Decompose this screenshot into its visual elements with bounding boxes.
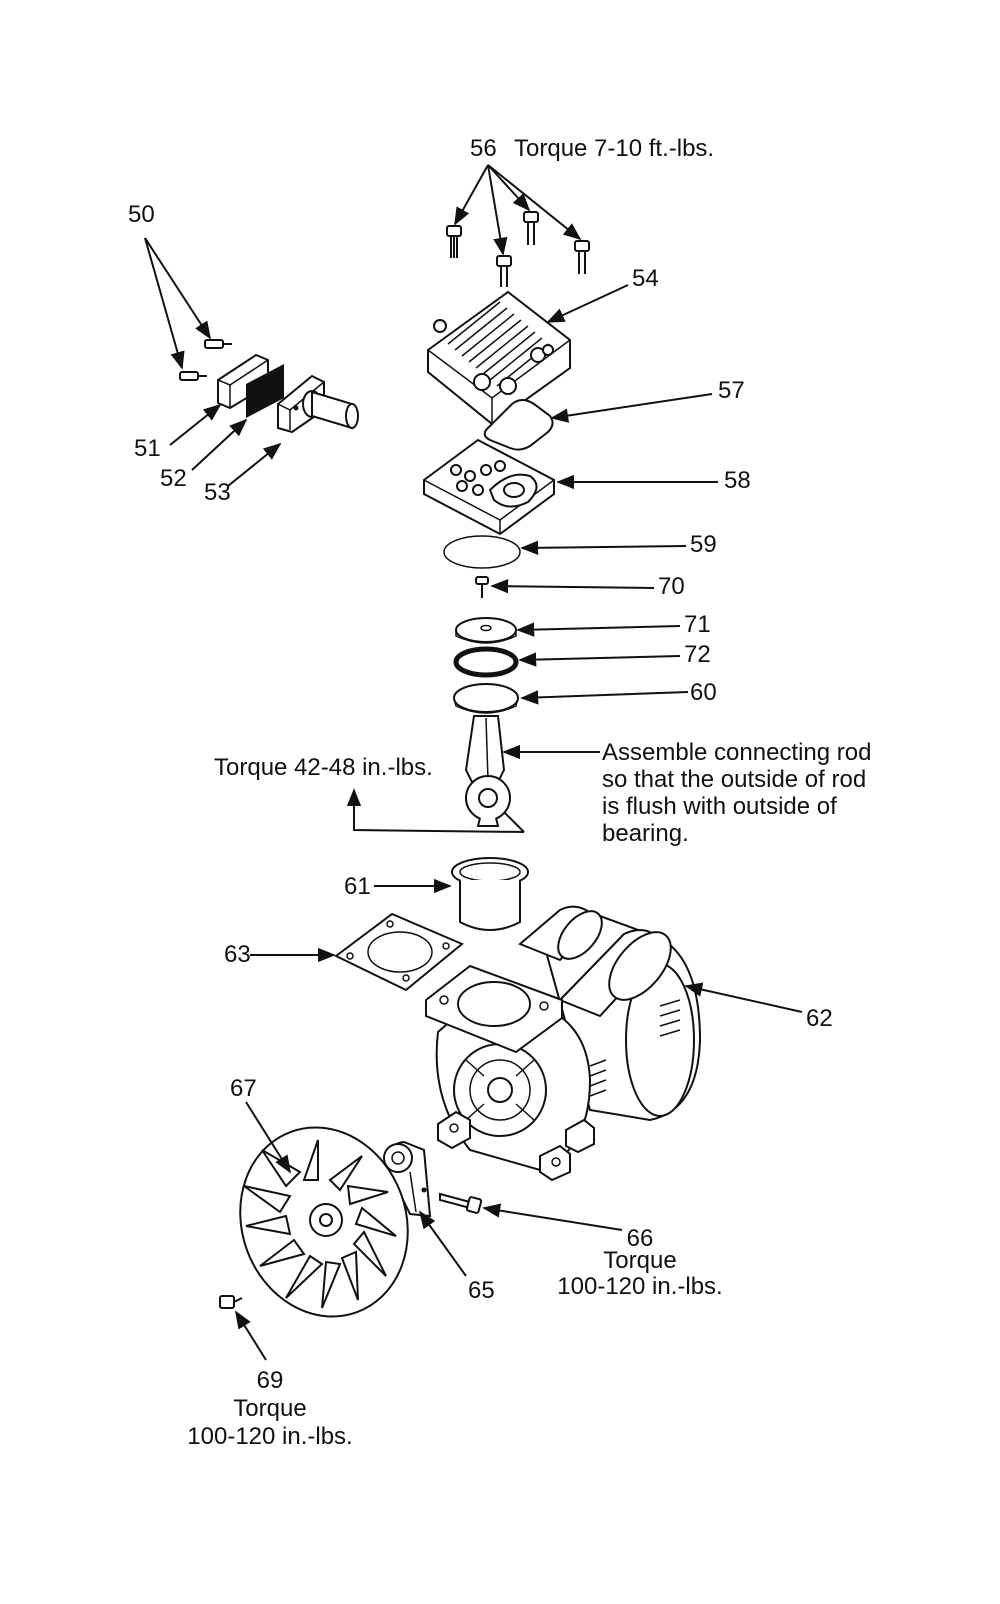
leader-65 xyxy=(418,1210,467,1277)
callout-51: 51 xyxy=(134,435,161,462)
callout-57: 57 xyxy=(718,377,745,404)
callout-61: 61 xyxy=(344,873,371,900)
leader-72 xyxy=(518,652,681,667)
callout-63: 63 xyxy=(224,941,251,968)
leader-67 xyxy=(245,1101,291,1174)
leader-66 xyxy=(482,1203,623,1231)
callout-52: 52 xyxy=(160,465,187,492)
part-67-fan xyxy=(239,1126,409,1318)
leader-torque-rod xyxy=(346,788,525,833)
callout-56: 56 xyxy=(470,135,497,162)
part-50-screws xyxy=(179,339,232,381)
part-54-cylinder-head xyxy=(427,290,571,426)
callout-69: 69 xyxy=(256,1367,284,1394)
torque-note-69-title: Torque xyxy=(233,1395,307,1422)
callout-72: 72 xyxy=(684,641,711,668)
torque-note-66-title: Torque xyxy=(603,1247,677,1274)
part-69-bolt xyxy=(219,1295,243,1309)
part-70-screw xyxy=(475,576,489,598)
callout-70: 70 xyxy=(658,573,685,600)
part-60-connecting-rod xyxy=(453,683,519,827)
part-61-sleeve xyxy=(451,857,529,931)
torque-note-66-value: 100-120 in.-lbs. xyxy=(557,1273,723,1300)
part-57-gasket xyxy=(483,399,554,451)
part-59-o-ring xyxy=(443,535,521,569)
leader-59 xyxy=(520,540,687,556)
callout-59: 59 xyxy=(690,531,717,558)
callout-71: 71 xyxy=(684,611,711,638)
leader-57 xyxy=(550,393,713,423)
torque-note-rod: Torque 42-48 in.-lbs. xyxy=(214,754,433,781)
part-51-block xyxy=(217,353,269,410)
assemble-note-line2: so that the outside of rod xyxy=(602,766,867,793)
leader-51 xyxy=(169,403,222,446)
leader-52 xyxy=(191,418,248,471)
callout-54: 54 xyxy=(632,265,659,292)
torque-note-69-value: 100-120 in.-lbs. xyxy=(187,1423,353,1450)
part-52-filter xyxy=(246,364,284,418)
callout-66: 66 xyxy=(626,1225,654,1252)
part-63-gasket xyxy=(334,912,464,992)
leader-50 xyxy=(144,237,211,370)
leader-70 xyxy=(490,579,655,594)
callout-58: 58 xyxy=(724,467,751,494)
assemble-note-line1: Assemble connecting rod xyxy=(602,739,872,766)
part-56-bolts xyxy=(446,211,590,287)
part-58-valve-plate xyxy=(423,438,555,536)
part-65-eccentric xyxy=(383,1140,432,1218)
leader-71 xyxy=(516,622,681,637)
leader-56 xyxy=(454,164,582,256)
part-66-bolt xyxy=(439,1192,483,1214)
leader-60 xyxy=(520,690,689,705)
part-53-intake xyxy=(277,374,359,434)
assemble-note-line3: is flush with outside of xyxy=(602,793,837,820)
callout-53: 53 xyxy=(204,479,231,506)
callout-62: 62 xyxy=(806,1005,833,1032)
callout-50: 50 xyxy=(128,201,155,228)
assemble-note-line4: bearing. xyxy=(602,820,689,847)
leader-53 xyxy=(227,442,282,487)
part-72-ring xyxy=(453,646,519,678)
part-71-retainer xyxy=(455,617,517,644)
callout-65: 65 xyxy=(468,1277,495,1304)
leader-54 xyxy=(546,284,629,323)
callout-67: 67 xyxy=(230,1075,257,1102)
leader-62 xyxy=(684,982,803,1013)
leader-69 xyxy=(235,1310,267,1361)
part-62-motor xyxy=(425,905,702,1182)
torque-note-56: Torque 7-10 ft.-lbs. xyxy=(514,135,715,162)
callout-60: 60 xyxy=(690,679,717,706)
